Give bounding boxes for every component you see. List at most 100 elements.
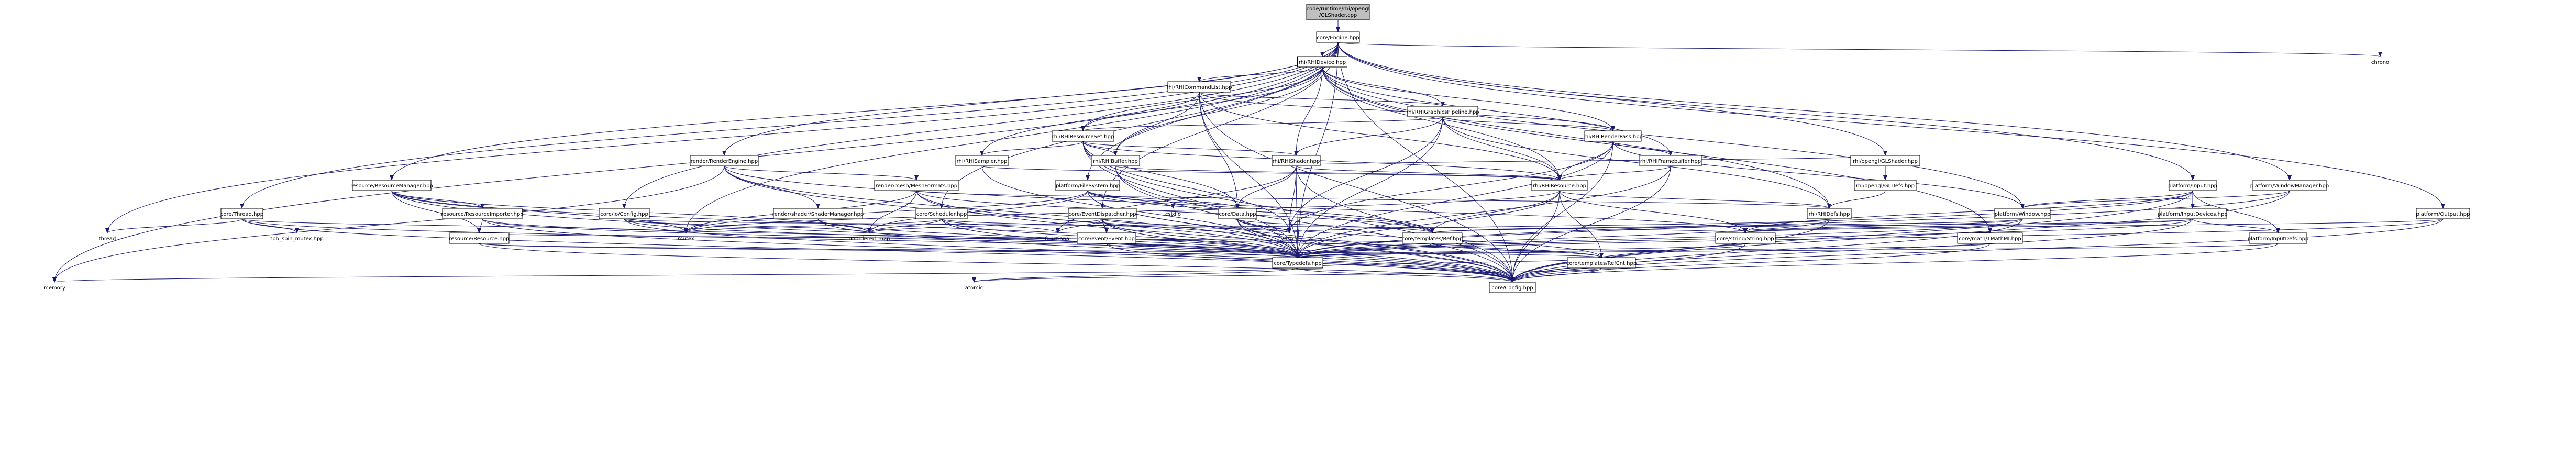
node-rhi-shader[interactable]: rhi/RHIShader.hpp bbox=[1272, 155, 1321, 166]
include-edge bbox=[1322, 66, 1673, 156]
node-tmath[interactable]: core/math/TMathMI.hpp bbox=[1957, 232, 2023, 244]
edge-rhi_resset-to-core_config bbox=[1082, 141, 1514, 283]
node-platform-window[interactable]: platform/Window.hpp bbox=[1994, 208, 2051, 219]
node-label: core/Thread.hpp bbox=[220, 211, 263, 217]
node-resource[interactable]: resource/Resource.hpp bbox=[449, 232, 510, 244]
include-edge bbox=[2192, 190, 2280, 233]
node-gl-shader-hpp[interactable]: rhi/opengl/GLShader.hpp bbox=[1850, 155, 1920, 166]
edge-event_dispatcher-to-core_config bbox=[1102, 218, 1514, 283]
include-edge bbox=[1296, 165, 1514, 283]
node-rhi-renderpass[interactable]: rhi/RHIRenderPass.hpp bbox=[1583, 130, 1643, 142]
node-rhi-resset[interactable]: rhi/RHIResourceSet.hpp bbox=[1052, 130, 1114, 142]
include-edge bbox=[624, 218, 871, 233]
node-rhi-defs[interactable]: rhi/RHIDefs.hpp bbox=[1807, 208, 1852, 219]
edge-file_system-to-string bbox=[1087, 190, 1748, 233]
node-gl-shader-cpp[interactable]: code/runtime/rhi/opengl/GLShader.cpp bbox=[1306, 4, 1370, 20]
edge-event_dispatcher-to-unordered_map bbox=[867, 218, 1103, 233]
include-edge bbox=[916, 190, 1831, 209]
node-render-engine[interactable]: render/RenderEngine.hpp bbox=[690, 155, 759, 166]
edge-render_engine-to-memory bbox=[52, 165, 725, 283]
include-edge bbox=[1743, 218, 2444, 233]
include-edge bbox=[1510, 165, 1671, 283]
node-window-manager[interactable]: platform/WindowManager.hpp bbox=[2250, 180, 2329, 191]
node-rhi-framebuffer[interactable]: rhi/RHIFramebuffer.hpp bbox=[1639, 155, 1702, 166]
node-event[interactable]: core/event/Event.hpp bbox=[1077, 232, 1136, 244]
include-edge bbox=[1442, 116, 1831, 209]
include-edge bbox=[1082, 141, 1118, 156]
node-box bbox=[1306, 4, 1370, 20]
edge-tmath-to-typedefs bbox=[1296, 243, 1991, 258]
node-rhi-buffer[interactable]: rhi/RHIBuffer.hpp bbox=[1091, 155, 1140, 166]
node-rhi-gfx[interactable]: rhi/RHIGraphicsPipeline.hpp bbox=[1406, 106, 1479, 117]
node-input-defs[interactable]: platform/InputDefs.hpp bbox=[2248, 232, 2309, 244]
include-edge bbox=[1296, 218, 2444, 258]
edge-rhi_gfx-to-rhi_renderpass bbox=[1442, 116, 1615, 131]
node-box bbox=[915, 208, 968, 219]
node-refcnt[interactable]: core/templates/RefCnt.hpp bbox=[1566, 257, 1637, 269]
edge-core_thread-to-tbb bbox=[241, 218, 299, 233]
edge-mesh_formats-to-unordered_map bbox=[867, 190, 917, 233]
edge-typedefs-to-core_config bbox=[1297, 267, 1514, 283]
edge-rhi_device-to-rhi_gfx bbox=[1322, 66, 1445, 107]
include-edge bbox=[1559, 190, 1831, 209]
edge-resource-to-core_config bbox=[479, 243, 1514, 283]
node-io-config[interactable]: core/io/Config.hpp bbox=[599, 208, 650, 219]
edge-rhi_resource-to-refcnt bbox=[1559, 190, 1604, 258]
edge-engine-to-file_system bbox=[1086, 42, 1339, 181]
include-edge bbox=[1430, 218, 2193, 233]
node-rhi-cmd[interactable]: rhi/RHICommandList.hpp bbox=[1167, 81, 1232, 93]
edge-input_defs-to-core_config bbox=[1510, 243, 2279, 283]
edge-io_config-to-string bbox=[624, 218, 1747, 233]
edge-rhi_shader-to-rhi_resource bbox=[1296, 165, 1562, 181]
node-engine[interactable]: core/Engine.hpp bbox=[1316, 31, 1360, 43]
node-input-devices[interactable]: platform/InputDevices.hpp bbox=[2158, 208, 2228, 219]
node-core-thread[interactable]: core/Thread.hpp bbox=[220, 208, 263, 219]
include-edge bbox=[479, 243, 1299, 258]
node-box bbox=[352, 180, 432, 191]
node-rhi-resource[interactable]: rhi/RHIResource.hpp bbox=[1531, 180, 1588, 191]
include-edge bbox=[722, 42, 1339, 156]
edge-ref-to-refcnt bbox=[1432, 243, 1604, 258]
node-resource-manager[interactable]: resource/ResourceManager.hpp bbox=[350, 180, 433, 191]
node-core-data[interactable]: core/Data.hpp bbox=[1218, 208, 1257, 219]
node-box bbox=[955, 155, 1009, 166]
node-typedefs[interactable]: core/Typedefs.hpp bbox=[1272, 257, 1323, 269]
node-label: vector bbox=[1281, 236, 1298, 242]
node-mesh-formats[interactable]: render/mesh/MeshFormats.hpp bbox=[874, 180, 959, 191]
node-core-config[interactable]: core/Config.hpp bbox=[1489, 282, 1536, 293]
node-shader-manager[interactable]: render/shader/ShaderManager.hpp bbox=[772, 208, 864, 219]
include-edge bbox=[624, 218, 1300, 258]
edge-window_manager-to-typedefs bbox=[1296, 190, 2290, 258]
edge-rhi_shader-to-core_data bbox=[1235, 165, 1297, 209]
node-scheduler[interactable]: core/Scheduler.hpp bbox=[915, 208, 968, 219]
include-edge bbox=[1115, 165, 1300, 258]
include-edge bbox=[391, 190, 484, 209]
edge-ref-to-typedefs bbox=[1296, 243, 1433, 258]
node-ref[interactable]: core/templates/Ref.hpp bbox=[1402, 232, 1463, 244]
node-event-dispatcher[interactable]: core/EventDispatcher.hpp bbox=[1068, 208, 1137, 219]
node-string[interactable]: core/string/String.hpp bbox=[1715, 232, 1776, 244]
edge-file_system-to-core_data bbox=[1087, 190, 1240, 209]
node-platform-input[interactable]: platform/Input.hpp bbox=[2168, 180, 2217, 191]
edge-rhi_resource-to-ref bbox=[1430, 190, 1560, 233]
edge-resource_importer-to-core_config bbox=[482, 218, 1514, 283]
node-rhi-sampler[interactable]: rhi/RHISampler.hpp bbox=[955, 155, 1009, 166]
node-box bbox=[1167, 81, 1231, 93]
edge-rhi_sampler-to-rhi_resource bbox=[981, 165, 1562, 181]
edge-input_devices-to-ref bbox=[1430, 218, 2193, 233]
node-file-system[interactable]: platform/FileSystem.hpp bbox=[1055, 180, 1120, 191]
edge-platform_window-to-string bbox=[1743, 218, 2023, 233]
edge-platform_window-to-typedefs bbox=[1296, 218, 2023, 258]
node-rhi-device[interactable]: rhi/RHIDevice.hpp bbox=[1297, 56, 1347, 68]
include-edge bbox=[1322, 66, 1992, 233]
edge-rhi_device-to-tmath bbox=[1322, 66, 1992, 233]
node-vector: vector bbox=[1281, 236, 1298, 242]
include-edge bbox=[1199, 92, 1615, 131]
node-platform-output[interactable]: platform/Output.hpp bbox=[2416, 208, 2470, 219]
include-edge bbox=[1510, 190, 2193, 283]
include-edge bbox=[1235, 165, 1297, 209]
edge-resource_importer-to-resource bbox=[477, 218, 483, 233]
node-gl-defs[interactable]: rhi/opengl/GLDefs.hpp bbox=[1854, 180, 1917, 191]
node-resource-importer[interactable]: resource/ResourceImporter.hpp bbox=[441, 208, 524, 219]
nodes: code/runtime/rhi/opengl/GLShader.cpp core… bbox=[43, 4, 2470, 293]
